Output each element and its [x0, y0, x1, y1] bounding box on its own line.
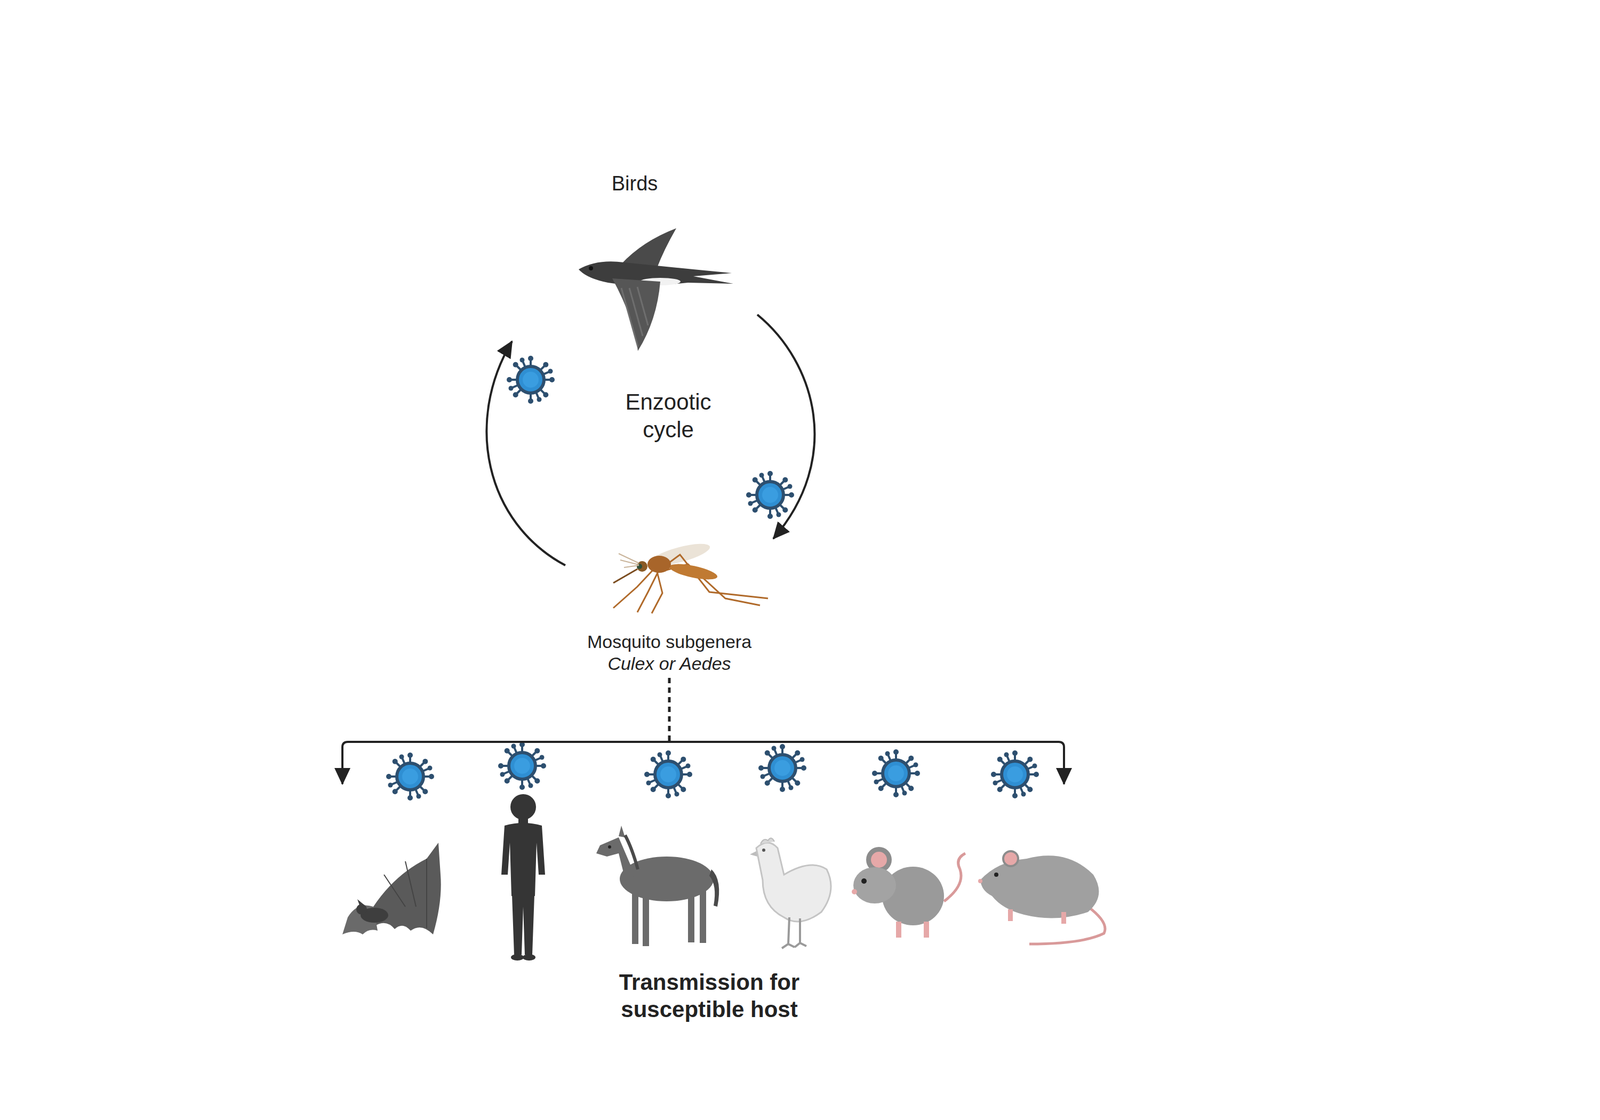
virus-icon	[990, 750, 1039, 799]
rat-figure	[978, 851, 1106, 944]
node-sublabel: Culex or Aedes	[607, 652, 731, 675]
virus-icon	[644, 750, 693, 799]
bird-figure	[578, 228, 734, 351]
virus-icon	[758, 744, 807, 792]
virus-icon	[746, 470, 795, 519]
node-label: Transmission for susceptible host	[597, 969, 822, 1023]
mosquito-node: Mosquito subgeneraCulex or Aedes	[565, 528, 774, 675]
node-label: Birds	[611, 171, 659, 197]
bat-figure	[342, 842, 442, 935]
horse-figure	[596, 825, 719, 947]
host-group-node: Transmission for susceptible host	[336, 784, 1083, 1030]
virus-icon	[506, 355, 555, 404]
bird-node: Birds	[512, 170, 758, 358]
connector-line	[342, 741, 670, 784]
connector-line	[669, 741, 1064, 784]
virus-icon	[386, 752, 435, 801]
virus-icon	[872, 749, 920, 798]
mosquito-figure	[613, 539, 768, 614]
virus-icon	[498, 741, 547, 790]
cycle-label: Enzootic cycle	[606, 388, 730, 445]
chicken-figure	[749, 837, 831, 949]
node-label: Mosquito subgenera	[587, 630, 752, 653]
connector-line	[757, 314, 815, 539]
connector-line	[486, 341, 566, 566]
human-figure	[501, 794, 546, 961]
dashed-connector	[668, 677, 671, 742]
connector	[486, 341, 566, 566]
mouse-figure	[851, 846, 966, 938]
connector	[757, 314, 815, 539]
connector	[342, 677, 1064, 784]
